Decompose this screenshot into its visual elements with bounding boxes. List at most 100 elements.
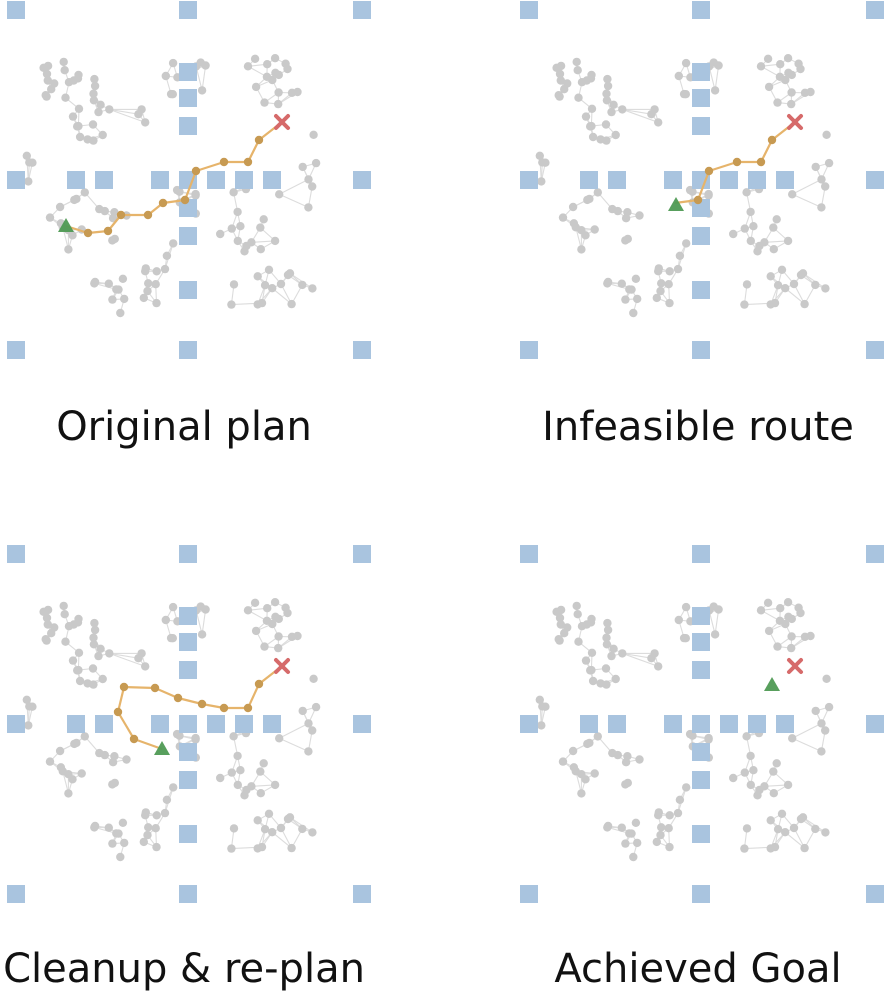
graph-node <box>558 213 568 222</box>
obstacle-square-icon <box>179 743 197 761</box>
graph-node <box>105 649 114 658</box>
panel-achieved-goal <box>513 544 893 904</box>
graph-node <box>64 622 74 631</box>
graph-node <box>621 839 630 848</box>
graph-node <box>577 622 587 631</box>
graph-node <box>535 695 544 704</box>
graph-node <box>787 643 796 653</box>
graph-node <box>253 816 262 825</box>
graph-node <box>259 759 268 768</box>
path-node <box>129 734 139 744</box>
graph-node <box>665 842 674 852</box>
graph-node <box>59 57 68 67</box>
path-node <box>243 703 253 713</box>
graph-node <box>654 808 663 817</box>
graph-node <box>710 630 720 639</box>
graph-node <box>233 780 242 790</box>
graph-node <box>798 269 808 278</box>
graph-node <box>766 816 775 825</box>
graph-node <box>143 830 152 840</box>
graph-node <box>161 71 170 81</box>
obstacle-square-icon <box>692 607 710 625</box>
graph-node <box>811 706 820 716</box>
graph-node <box>116 852 125 862</box>
graph-node <box>293 631 302 641</box>
graph-node <box>571 767 580 776</box>
graph-node <box>233 207 242 217</box>
graph-node <box>777 265 787 274</box>
panel-original-plan <box>0 0 380 360</box>
graph-node <box>603 74 612 84</box>
graph-node <box>581 656 591 665</box>
graph-node <box>688 731 697 740</box>
graph-node <box>590 225 599 234</box>
graph-node <box>817 203 826 212</box>
graph-node <box>263 604 272 613</box>
graph-node <box>264 265 274 274</box>
graph-node <box>603 277 613 287</box>
graph-node <box>293 87 302 97</box>
graph-node <box>603 821 613 831</box>
graph-node <box>216 229 225 239</box>
graph-node <box>608 204 617 214</box>
graph-node <box>742 824 752 833</box>
obstacle-square-icon <box>580 715 598 733</box>
graph-node <box>788 190 797 199</box>
graph-node <box>650 105 659 114</box>
graph-node <box>749 222 758 231</box>
graph-node <box>794 59 803 68</box>
graph-node <box>243 62 253 71</box>
graph-node <box>75 676 85 686</box>
graph-edge <box>109 108 139 115</box>
path-node <box>180 195 190 205</box>
graph-edge <box>109 108 146 123</box>
graph-node <box>68 775 77 784</box>
graph-node <box>664 280 673 289</box>
graph-node <box>617 823 626 832</box>
graph-node <box>22 695 31 704</box>
graph-node <box>308 182 317 191</box>
path-node <box>83 228 93 238</box>
graph-node <box>55 746 65 756</box>
graph-node <box>95 204 104 214</box>
graph-node <box>118 818 128 827</box>
graph-node <box>270 598 280 607</box>
graph-node <box>75 132 85 142</box>
obstacle-square-icon <box>748 715 766 733</box>
graph-node <box>43 76 52 85</box>
obstacle-square-icon <box>580 171 598 189</box>
graph-node <box>817 175 826 184</box>
graph-node <box>650 649 659 658</box>
graph-node <box>74 104 84 114</box>
graph-node <box>764 626 774 636</box>
graph-node <box>621 236 630 245</box>
graph-node <box>563 623 572 632</box>
graph-node <box>243 606 253 615</box>
graph-node <box>96 644 105 653</box>
graph-node <box>537 721 546 730</box>
path-node <box>103 226 113 236</box>
obstacle-square-icon <box>179 607 197 625</box>
graph-node <box>73 618 83 627</box>
graph-node <box>162 251 172 260</box>
graph-node <box>652 837 661 847</box>
graph-node <box>729 773 738 783</box>
obstacle-square-icon <box>692 63 710 81</box>
graph-node <box>42 69 52 79</box>
graph-node <box>152 842 161 852</box>
graph-node <box>250 598 260 607</box>
obstacle-square-icon <box>179 661 197 679</box>
graph-node <box>746 751 755 761</box>
graph-node <box>633 294 642 304</box>
graph-node <box>664 824 673 833</box>
graph-node <box>789 279 799 289</box>
obstacle-square-icon <box>692 1 710 19</box>
graph-node <box>308 726 317 735</box>
graph-node <box>621 780 630 789</box>
path-node <box>254 679 264 689</box>
graph-node <box>304 203 313 212</box>
graph-node <box>586 74 596 83</box>
graph-node <box>800 299 809 309</box>
obstacle-square-icon <box>866 341 884 359</box>
graph-node <box>251 82 261 92</box>
